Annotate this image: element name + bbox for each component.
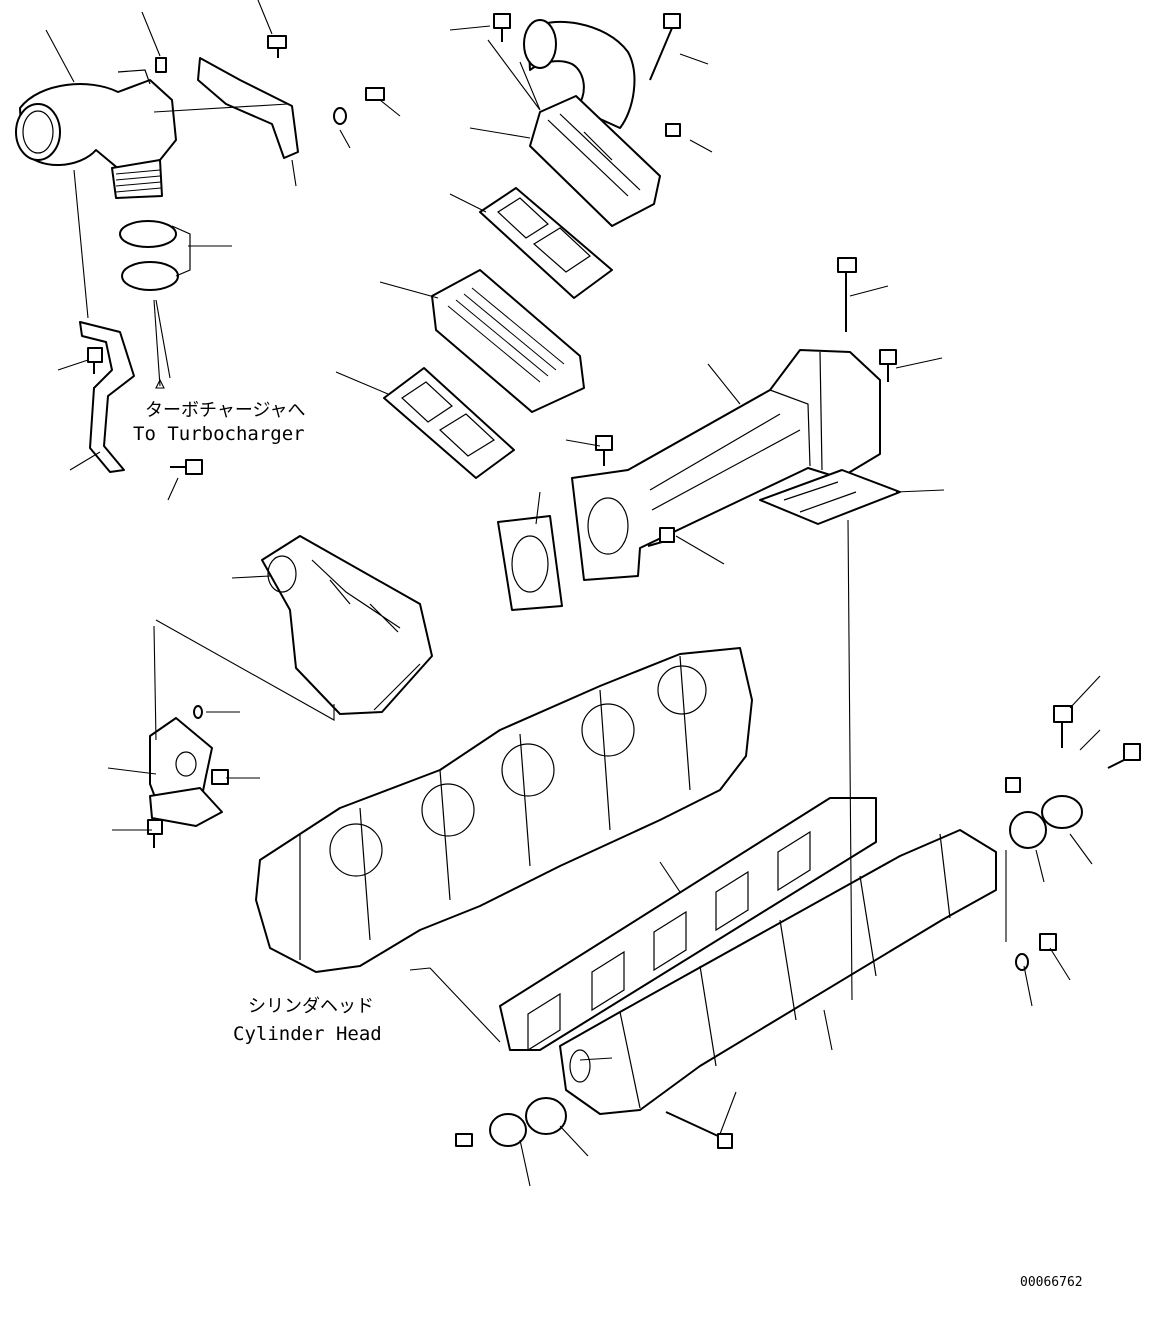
air-connector-upper	[523, 19, 661, 227]
cover-plate-bottom	[489, 1097, 567, 1147]
pipe-bracket-left	[79, 321, 135, 473]
valve-assembly	[149, 717, 223, 827]
label-turbo-ja: ターボチャージャへ	[145, 400, 306, 421]
heat-shield-bracket	[197, 57, 299, 159]
label-head-ja: シリンダヘッド	[248, 996, 374, 1017]
label-turbo-en: To Turbocharger	[133, 423, 305, 445]
cover-plate-right	[1009, 795, 1083, 849]
gasket-upper	[479, 187, 613, 299]
cylinder-head	[255, 647, 753, 973]
intake-duct	[571, 349, 901, 581]
intake-elbow-housing	[261, 535, 433, 715]
gasket-rings	[119, 220, 191, 291]
leader-lines	[45, 0, 1101, 1187]
bolts	[87, 13, 1141, 1149]
label-head-en: Cylinder Head	[233, 1023, 382, 1045]
gasket-middle	[383, 367, 515, 479]
intercooler-core	[431, 269, 585, 413]
elbow-pipe-left	[15, 69, 177, 199]
gasket-round	[497, 515, 563, 611]
drawing-code: 00066762	[1020, 1275, 1083, 1290]
intake-manifold	[559, 829, 997, 1115]
manifold-gasket	[499, 797, 877, 1052]
